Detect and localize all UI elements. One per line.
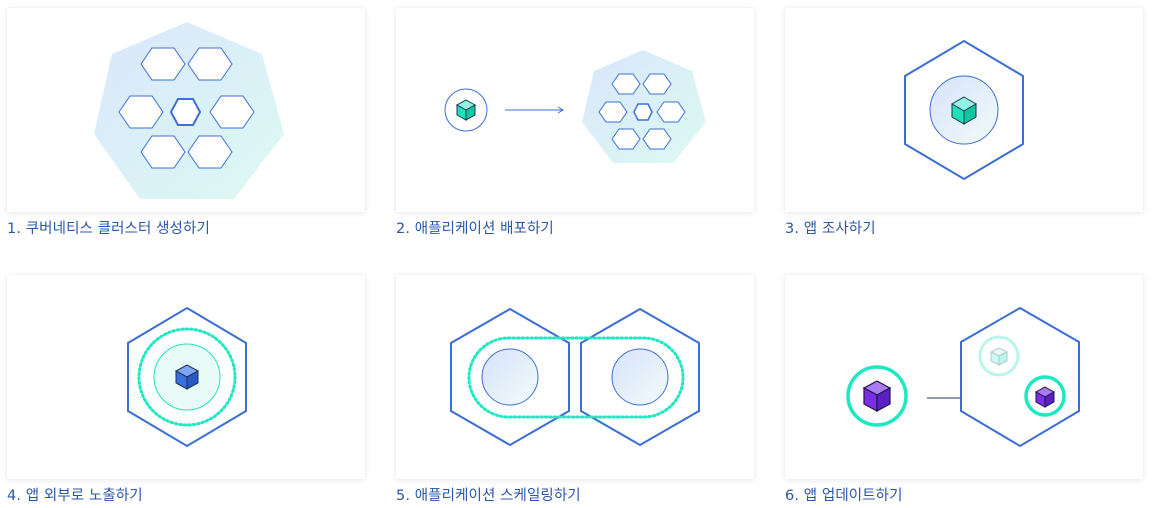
- app-cube-purple-small-icon: [1034, 386, 1056, 408]
- step-card-expose-app[interactable]: [7, 275, 365, 479]
- node-hexagons: [118, 47, 255, 169]
- node-hexagons: [598, 73, 686, 150]
- step-label-6[interactable]: 6. 앱 업데이트하기: [785, 488, 903, 504]
- step-label-2[interactable]: 2. 애플리케이션 배포하기: [396, 221, 554, 237]
- app-cube-icon: [951, 96, 977, 125]
- step-label-4[interactable]: 4. 앱 외부로 노출하기: [7, 488, 143, 504]
- app-cube-icon: [455, 99, 477, 121]
- old-pod-circle-faded: [978, 335, 1020, 377]
- cluster-illustration: [94, 22, 284, 199]
- node-hexagon: [960, 306, 1080, 448]
- step-card-explore-app[interactable]: [785, 8, 1143, 212]
- step-card-deploy-app[interactable]: [396, 8, 754, 212]
- control-plane-hexagon: [633, 103, 653, 121]
- app-cube-faded-icon: [989, 347, 1009, 366]
- service-dotted-circle: [137, 327, 237, 427]
- step-card-update-app[interactable]: [785, 275, 1143, 479]
- service-dotted-outline: [467, 336, 685, 419]
- app-cube-purple-icon: [862, 380, 892, 413]
- step-label-5[interactable]: 5. 애플리케이션 스케일링하기: [396, 488, 581, 504]
- deploy-illustration: [444, 50, 706, 163]
- expose-illustration: [127, 306, 247, 448]
- app-cube-icon: [174, 364, 200, 390]
- control-plane-hexagon: [169, 98, 202, 126]
- step-label-1[interactable]: 1. 쿠버네티스 클러스터 생성하기: [7, 221, 210, 237]
- scale-illustration: [450, 307, 700, 447]
- step-card-scale-app[interactable]: [396, 275, 754, 479]
- step-card-create-cluster[interactable]: [7, 8, 365, 212]
- pod-circle-left: [481, 348, 539, 406]
- explore-illustration: [904, 39, 1024, 181]
- step-label-3[interactable]: 3. 앱 조사하기: [785, 221, 876, 237]
- arrow-right-icon: [505, 106, 564, 114]
- pod-circle-right: [611, 348, 669, 406]
- update-illustration: [846, 306, 1080, 448]
